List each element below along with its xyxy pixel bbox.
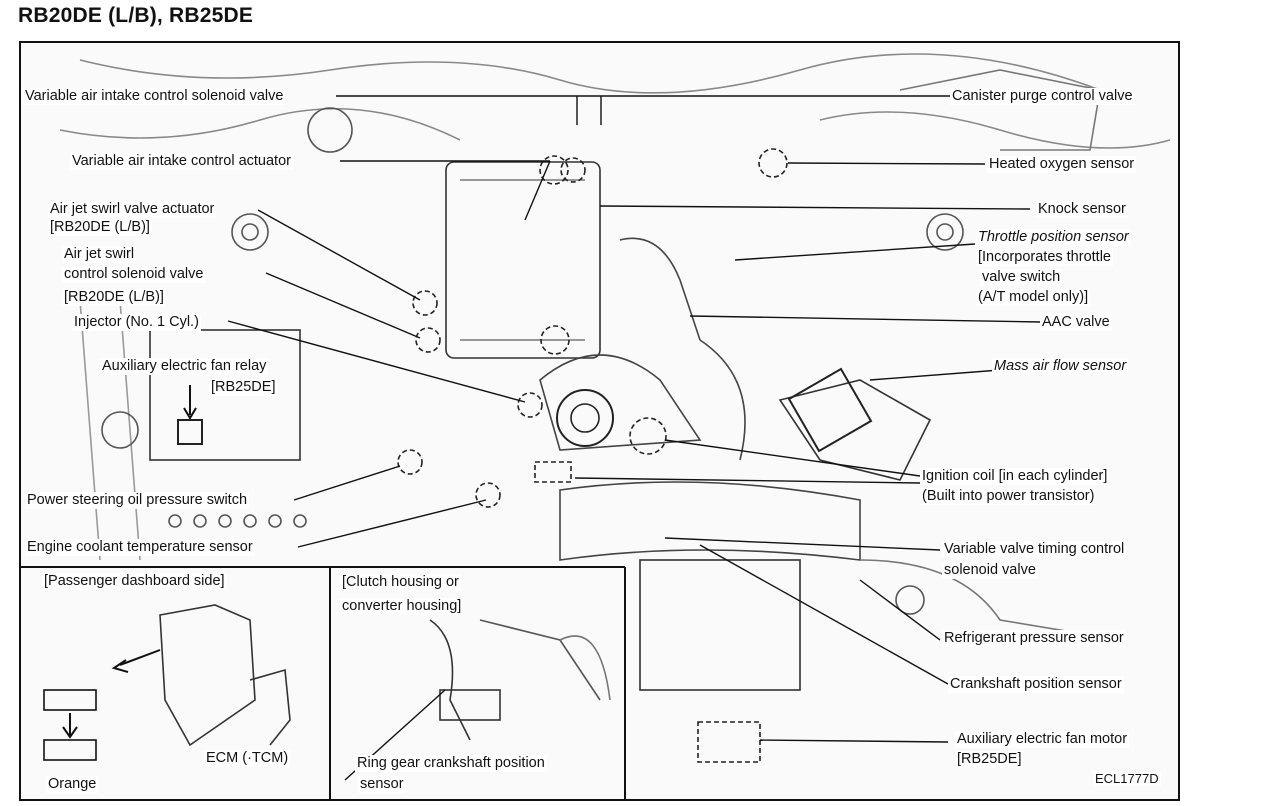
label-crankshaft-position-sensor: Crankshaft position sensor (948, 676, 1124, 693)
inset-orange-label: Orange (46, 776, 99, 793)
label-injector: Injector (No. 1 Cyl.) (72, 314, 201, 331)
label-ignition-coil: Ignition coil [in each cylinder] (920, 468, 1110, 485)
label-aux-fan-motor: Auxiliary electric fan motor (955, 731, 1130, 748)
label-variable-air-intake-actuator: Variable air intake control actuator (70, 153, 293, 170)
label-aux-fan-motor-note: [RB25DE] (955, 751, 1024, 768)
inset-ecm-label: ECM (·TCM) (204, 750, 291, 767)
label-tps-note-line3: (A/T model only)] (976, 289, 1091, 306)
label-aux-fan-relay-note: [RB25DE] (209, 379, 278, 396)
inset-clutch-housing-line1: [Clutch housing or (340, 574, 461, 591)
label-heated-oxygen-sensor: Heated oxygen sensor (987, 156, 1137, 173)
label-throttle-position-sensor: Throttle position sensor (976, 229, 1131, 246)
label-coolant-temp-sensor: Engine coolant temperature sensor (25, 539, 255, 556)
label-knock-sensor: Knock sensor (1036, 201, 1128, 218)
label-ignition-coil-note: (Built into power transistor) (920, 488, 1097, 505)
label-power-steering-switch: Power steering oil pressure switch (25, 492, 250, 509)
label-refrigerant-pressure-sensor: Refrigerant pressure sensor (942, 630, 1126, 647)
label-canister-purge-valve: Canister purge control valve (950, 88, 1135, 105)
label-air-jet-swirl-solenoid-line2: control solenoid valve (62, 266, 206, 283)
label-aux-fan-relay: Auxiliary electric fan relay (100, 358, 269, 375)
inset-passenger-dashboard-title: [Passenger dashboard side] (42, 573, 227, 590)
label-valve-timing-solenoid-line2: solenoid valve (942, 562, 1038, 579)
label-air-jet-swirl-actuator: Air jet swirl valve actuator (48, 201, 217, 218)
label-tps-note-line2: valve switch (980, 269, 1063, 286)
label-air-jet-swirl-solenoid-note: [RB20DE (L/B)] (62, 289, 166, 306)
label-air-jet-swirl-actuator-note: [RB20DE (L/B)] (48, 219, 152, 236)
inset-ring-gear-sensor: Ring gear crankshaft position (355, 755, 547, 772)
label-mass-air-flow-sensor: Mass air flow sensor (992, 358, 1129, 375)
label-valve-timing-solenoid: Variable valve timing control (942, 541, 1127, 558)
inset-ring-gear-sensor-line2: sensor (358, 776, 406, 793)
label-aac-valve: AAC valve (1040, 314, 1112, 331)
label-air-jet-swirl-solenoid-line1: Air jet swirl (62, 246, 137, 263)
label-variable-air-intake-solenoid: Variable air intake control solenoid val… (23, 88, 286, 105)
page-title: RB20DE (L/B), RB25DE (18, 4, 254, 27)
figure-code: ECL1777D (1093, 771, 1161, 786)
label-tps-note-line1: [Incorporates throttle (976, 249, 1113, 266)
inset-clutch-housing-line2: converter housing] (340, 598, 464, 615)
